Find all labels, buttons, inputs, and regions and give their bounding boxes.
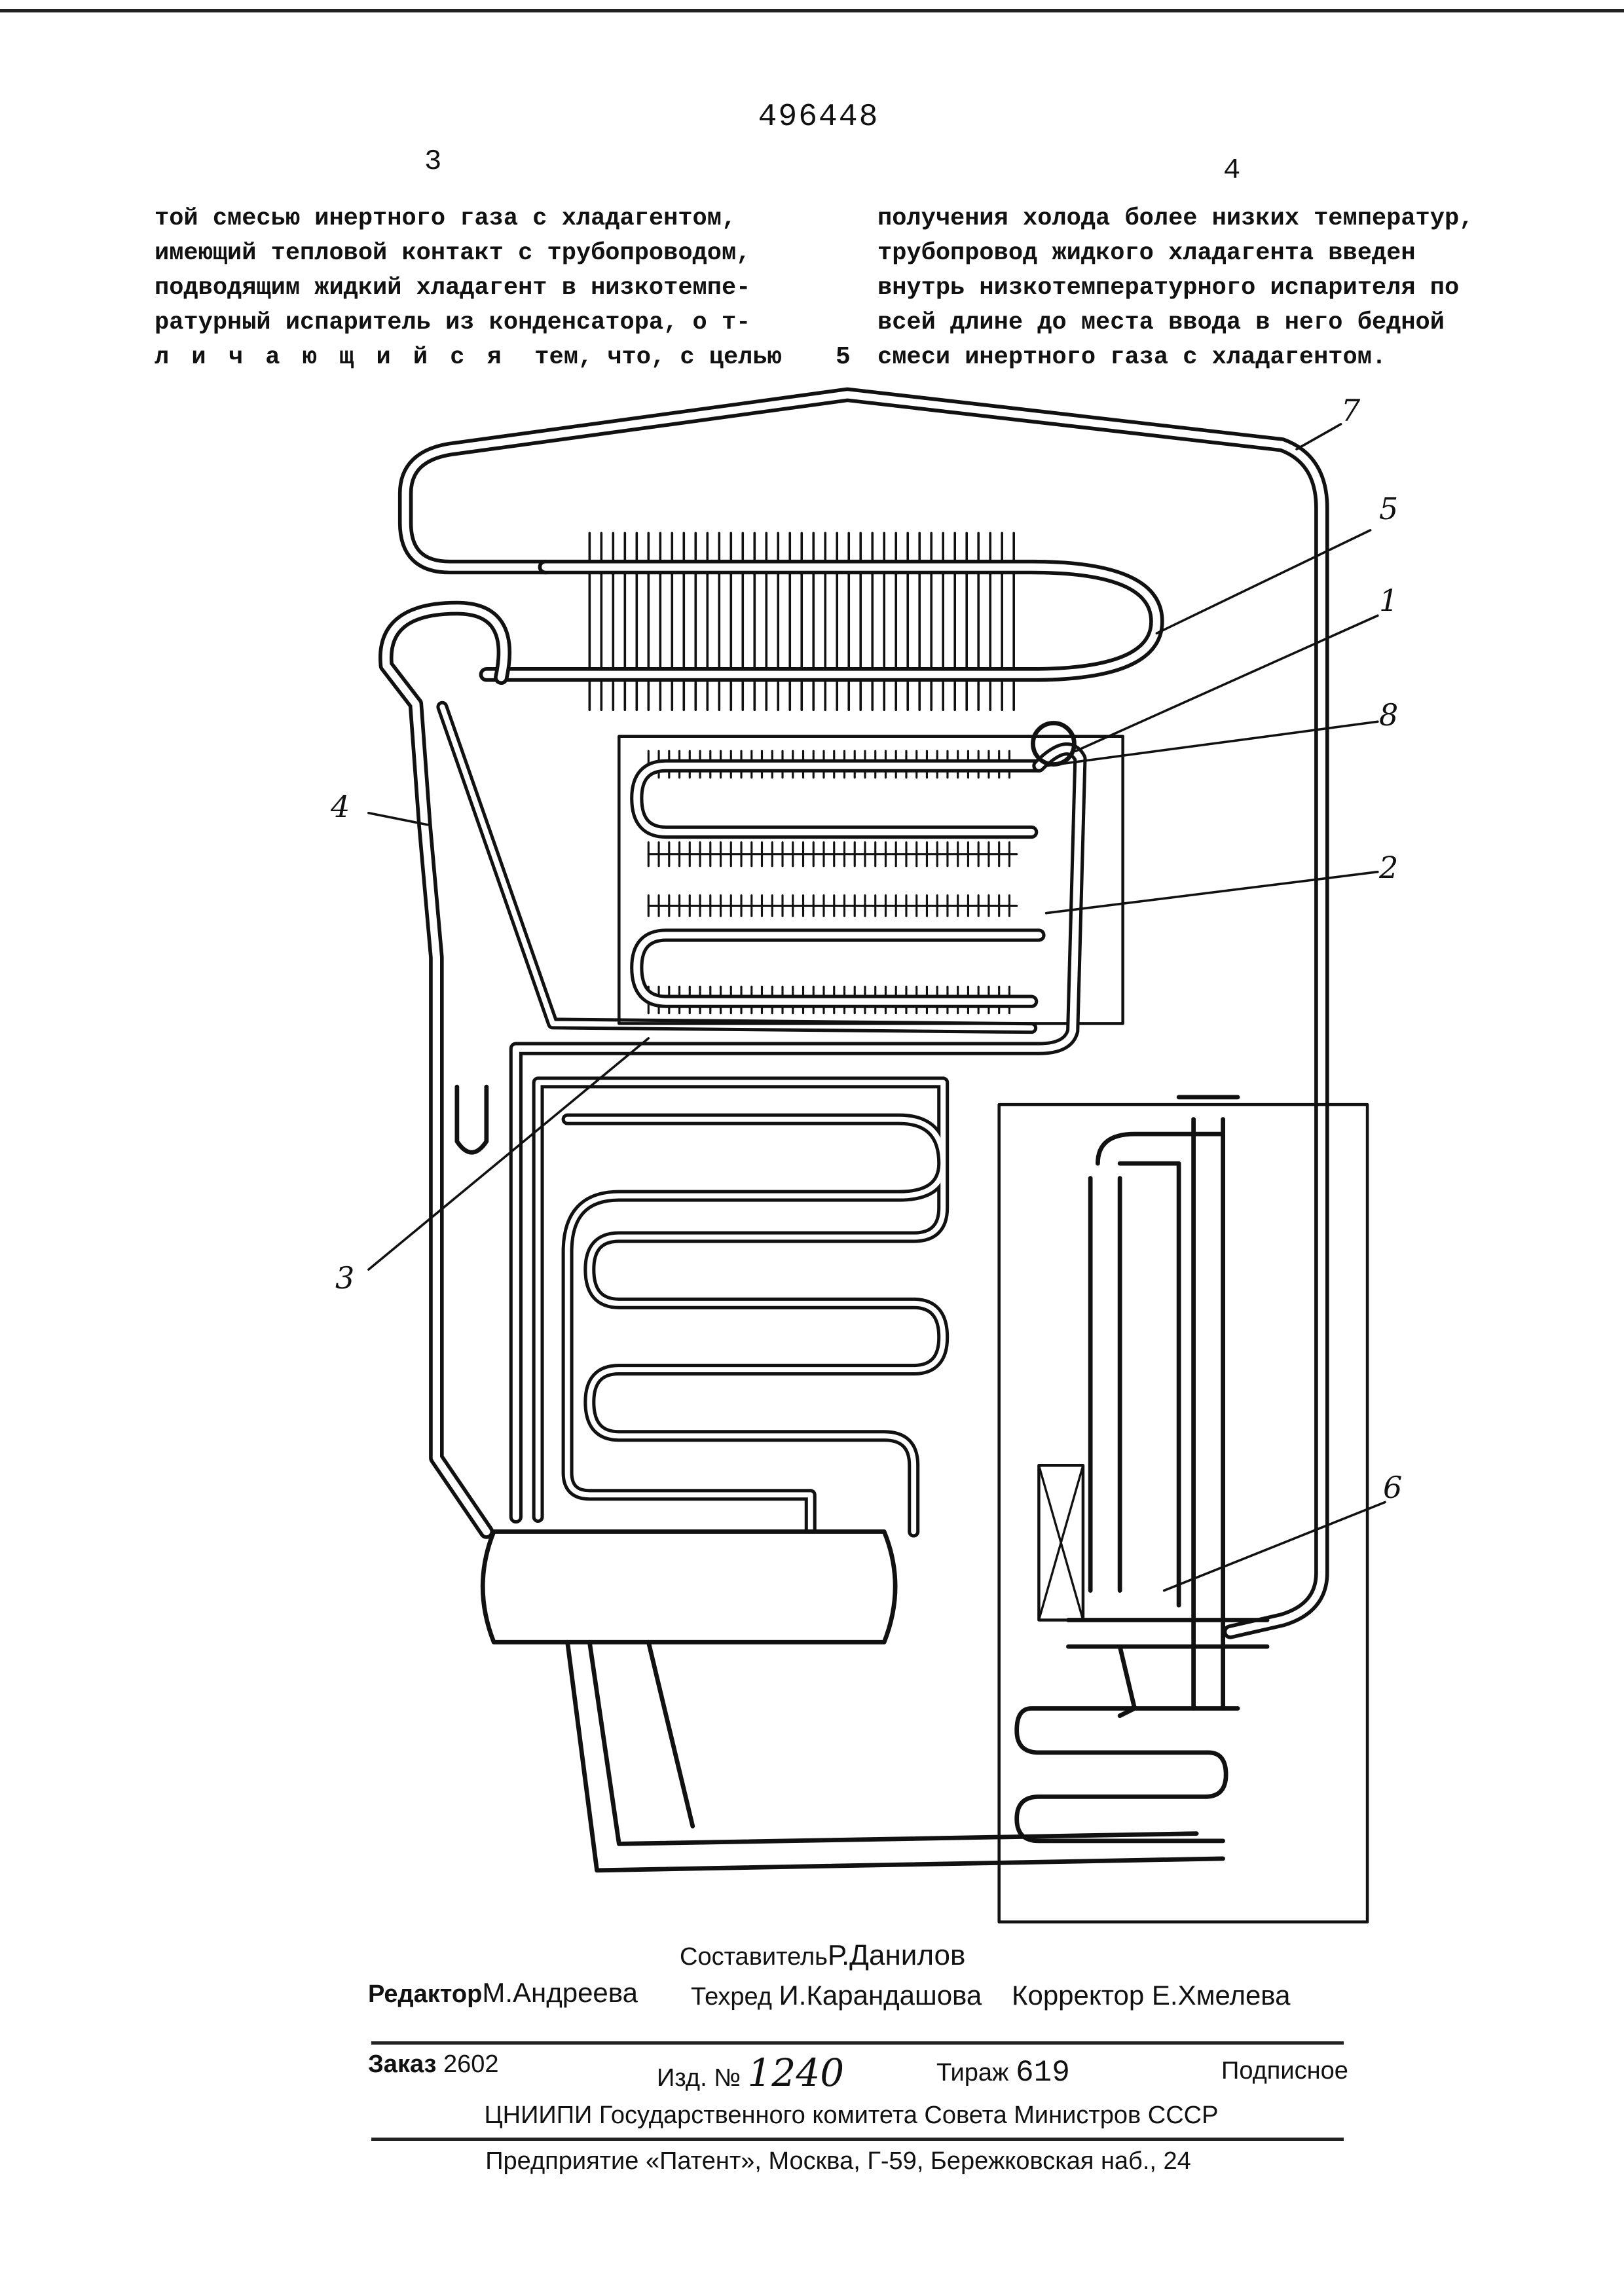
right-column-text: получения холода более низких температур… (877, 202, 1473, 375)
figure-label-7: 7 (1341, 393, 1361, 428)
pipe-7 (397, 387, 1329, 1639)
order-number: 2602 (443, 2050, 499, 2078)
institute-text: ЦНИИПИ Государственного комитета Совета … (484, 2102, 1219, 2129)
edition-label: Изд. № (657, 2064, 741, 2092)
generator-6 (997, 1095, 1369, 1923)
line-marker: 5 (836, 343, 851, 371)
leader-lines (367, 423, 1386, 1592)
top-border-line (0, 9, 1624, 12)
text-line: подводящим жидкий хладагент в низкотемпе… (155, 274, 751, 302)
figure-label-2: 2 (1379, 850, 1399, 885)
text-fragment: тем, что, с целью (534, 344, 782, 371)
order-line: Заказ 2602 (368, 2050, 499, 2079)
text-line: той смесью инертного газа с хладагентом, (155, 205, 737, 232)
evaporator-1-2 (509, 721, 1124, 1524)
corrector-line: Корректор Е.Хмелева (1012, 1980, 1291, 2011)
figure-label-8: 8 (1379, 697, 1399, 733)
patent-number: 496448 (758, 100, 879, 135)
text-line: получения холода более низких температур… (877, 205, 1474, 232)
text-line: смеси инертного газа с хладагентом. (877, 344, 1387, 371)
text-line: трубопровод жидкого хладагента введен (877, 240, 1416, 267)
left-column-text: той смесью инертного газа с хладагентом,… (155, 202, 782, 375)
circulation-number: 619 (1016, 2056, 1070, 2090)
figure-label-3: 3 (335, 1260, 355, 1296)
column-number-right: 4 (1223, 155, 1241, 187)
reservoir-tank (480, 1529, 1225, 1873)
divider-line (371, 2138, 1344, 2141)
text-line: внутрь низкотемпературного испарителя по (877, 274, 1460, 302)
editor-line: РедакторМ.Андреева (368, 1977, 638, 2009)
text-line: л и ч а ю щ и й с я тем, что, с целью (155, 340, 782, 375)
compiler-label: Составитель (680, 1943, 828, 1971)
techred-name: И.Карандашова (779, 1980, 982, 2011)
absorber-coil (454, 1076, 950, 1538)
order-label: Заказ (368, 2050, 437, 2078)
pipe-4 (378, 600, 1038, 1539)
text-line: имеющий тепловой контакт с трубопроводом… (155, 240, 751, 267)
techred-label: Техред (691, 1983, 772, 2011)
edition-line: Изд. № 1240 (657, 2050, 844, 2095)
corrector-label: Корректор (1012, 1980, 1145, 2011)
condenser-5 (479, 532, 1164, 712)
figure-label-5: 5 (1379, 491, 1399, 526)
corrector-name: Е.Хмелева (1151, 1980, 1291, 2011)
column-number-left: 3 (424, 145, 442, 178)
compiler-name: Р.Данилов (827, 1939, 966, 1971)
edition-number: 1240 (747, 2050, 845, 2095)
figure-label-1: 1 (1379, 583, 1399, 618)
emphasis-text: л и ч а ю щ и й с я (155, 344, 506, 371)
text-line: всей длине до места ввода в него бедной (877, 309, 1445, 337)
compiler-line: СоставительР.Данилов (680, 1939, 965, 1972)
techred-line: Техред И.Карандашова (691, 1980, 982, 2011)
divider-line (371, 2041, 1344, 2045)
enterprise-text: Предприятие «Патент», Москва, Г-59, Бере… (485, 2147, 1191, 2175)
text-line: ратурный испаритель из конденсатора, о т… (155, 309, 751, 337)
figure-label-6: 6 (1383, 1470, 1403, 1505)
circulation-label: Тираж (936, 2059, 1009, 2086)
editor-label: Редактор (368, 1980, 483, 2008)
circulation-line: Тираж 619 (936, 2056, 1070, 2090)
editor-name: М.Андреева (482, 1977, 638, 2008)
figure-label-4: 4 (331, 789, 350, 824)
subscription-text: Подписное (1221, 2057, 1348, 2085)
evaporator-fins (647, 750, 1018, 1015)
